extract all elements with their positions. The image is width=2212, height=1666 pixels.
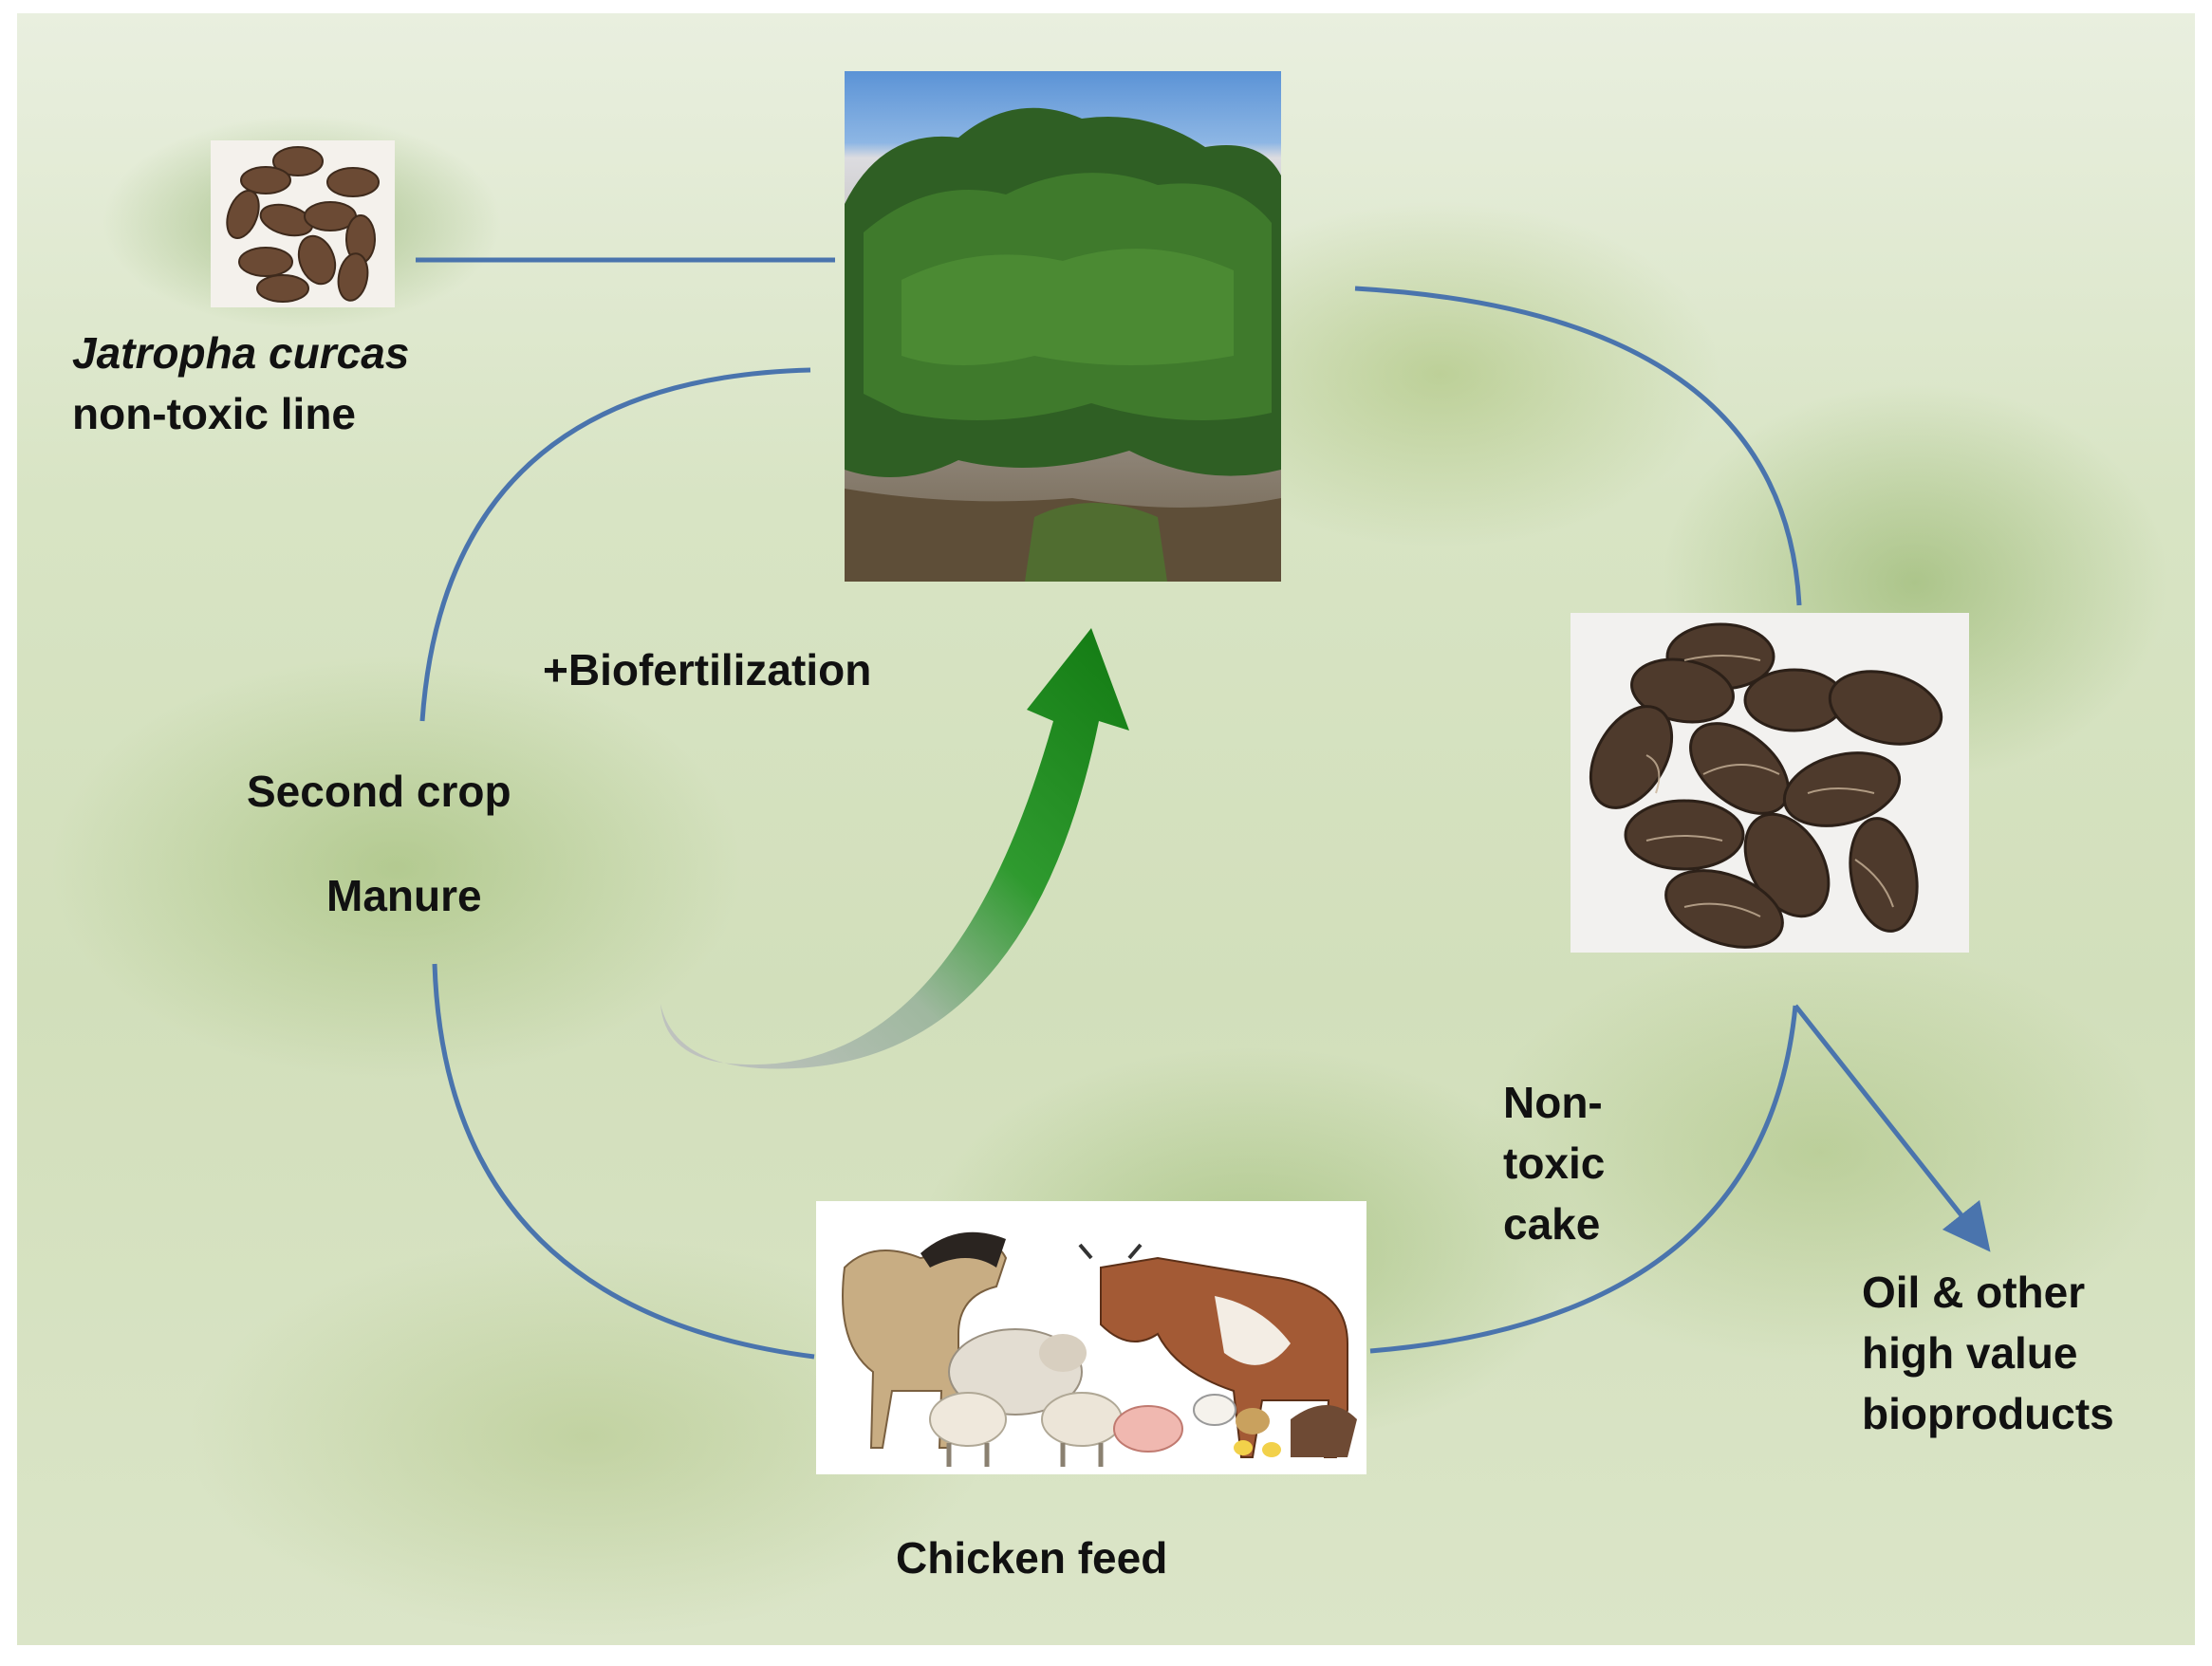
cake-label-line-3: cake: [1503, 1199, 1601, 1249]
large-seeds-photo: [1571, 613, 1969, 953]
arc-bush-to-seeds: [1354, 286, 1802, 606]
biofertilization-label: +Biofertilization: [543, 645, 872, 694]
manure-label: Manure: [326, 871, 482, 920]
livestock-illustration: [842, 1231, 1357, 1467]
small-seeds-illustration: [226, 146, 380, 303]
jatropha-bush-photo: [845, 71, 1281, 582]
large-seeds-illustration: [1589, 622, 1943, 949]
arrow-seeds-to-bioproducts: [1794, 1004, 1991, 1252]
biofertilization-arrow-icon: [660, 628, 1129, 1069]
arc-bush-to-second-crop: [419, 367, 811, 722]
livestock-photo: [816, 1201, 1366, 1474]
species-line-label: non-toxic line: [72, 389, 356, 438]
species-name-label: Jatropha curcas: [72, 328, 410, 378]
bush-foliage-illustration: [845, 107, 1281, 582]
small-seeds-photo: [211, 140, 395, 307]
bioproducts-label-line-2: high value: [1862, 1328, 2078, 1378]
bioproducts-label-line-1: Oil & other: [1862, 1268, 2086, 1317]
cake-label-line-1: Non-: [1503, 1078, 1603, 1127]
second-crop-label: Second crop: [247, 767, 511, 816]
bioproducts-label-line-3: bioproducts: [1862, 1389, 2114, 1438]
arc-livestock-to-seeds: [1369, 1005, 1798, 1354]
cake-label-line-2: toxic: [1503, 1138, 1606, 1188]
chicken-feed-label: Chicken feed: [896, 1533, 1168, 1583]
arc-manure-to-livestock: [432, 963, 815, 1360]
